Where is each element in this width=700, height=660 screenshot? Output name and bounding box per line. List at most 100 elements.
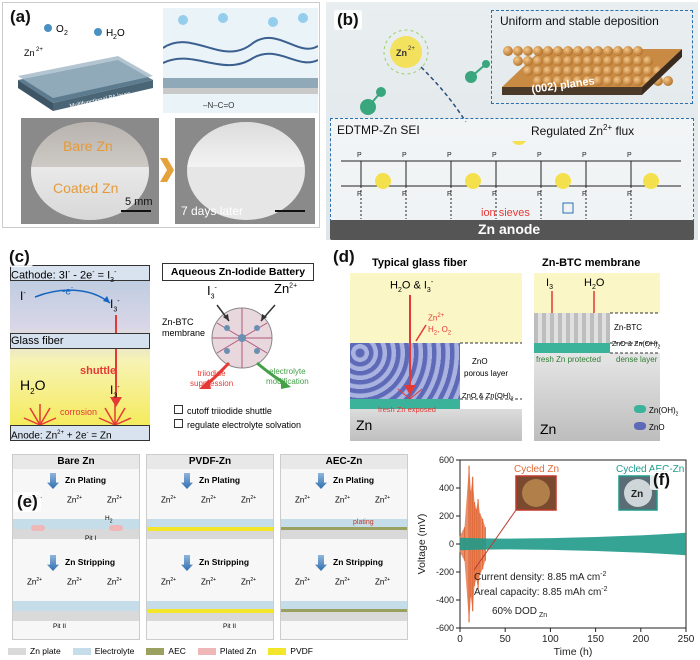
svg-text:Zn: Zn (396, 48, 407, 58)
zn-sphere (533, 46, 543, 56)
zn-ion-text: Zn (201, 577, 211, 587)
zn-ion-text: Zn (161, 577, 171, 587)
flux-text: Regulated Zn (531, 124, 604, 138)
panel-d: (d) Typical glass fiber Zn H2O & I3- Zn2… (326, 245, 698, 445)
coated-zn-label: Coated Zn (53, 180, 119, 196)
flux-tail: flux (612, 124, 635, 138)
cycled-zn-label: Cycled Zn (514, 464, 559, 475)
scale-bar-label: 5 mm (125, 196, 153, 208)
h2o-i3-label: H2O & I3- (390, 279, 433, 294)
zn-sphere (593, 56, 603, 66)
zn-sphere (623, 56, 633, 66)
panel-d-legend: Zn(OH)2 ZnO (634, 405, 678, 432)
zn-sphere (593, 76, 603, 86)
h2o2-tail: , O (437, 325, 448, 334)
membrane-line2: membrane (162, 328, 206, 338)
penetration-arrow-icon (397, 295, 522, 400)
panel-c-label: (c) (6, 247, 33, 267)
typical-title: Typical glass fiber (372, 257, 468, 269)
y-tick-label: -600 (436, 623, 454, 633)
btc-membrane-column: Zn I3 H2O Zn-BTC ZnO & Zn(OH)2 fresh Zn … (534, 273, 660, 441)
days-later-label: 7 days later (181, 204, 244, 218)
swatch-pvdf (268, 648, 287, 656)
zn-sphere (593, 46, 603, 56)
corrosion-burst-icon (23, 404, 132, 426)
legend-zno-text: ZnO (649, 422, 665, 432)
zn-plate-layer (13, 611, 139, 621)
zn-right-label: Zn (540, 421, 557, 437)
triiodide-bottom-label: I3- (110, 383, 120, 399)
i3-right-text: I (546, 277, 550, 289)
legend-item-aec: AEC (146, 646, 186, 656)
cycled-aec-zn-disc (624, 479, 652, 507)
zn-sphere (583, 56, 593, 66)
zn-ion-label: Zn2+ (27, 577, 42, 587)
y-tick-label: 400 (439, 483, 454, 493)
anode-bar: Anode: Zn2+ + 2e- = Zn (10, 425, 150, 441)
electron-text: -e (62, 286, 71, 298)
x-tick-label: 250 (678, 634, 695, 645)
areal-capacity-text: Areal capacity: 8.85 mAh cm (474, 587, 601, 598)
legend-zn-oh: Zn(OH)2 (634, 405, 678, 418)
zn-sphere (573, 66, 583, 76)
fresh-exposed-label: fresh Zn exposed (378, 405, 436, 414)
corrosion-label: corrosion (60, 407, 98, 417)
zn-ion-sup: 2+ (384, 495, 391, 501)
zn-plate-layer (147, 611, 273, 621)
zn-ion-text: Zn (295, 577, 305, 587)
left-top-sup: - (430, 279, 434, 286)
zn2-left-text: Zn (428, 313, 438, 323)
sei-label: EDTMP-Zn SEI (337, 123, 420, 137)
cathode-sub: 3 (110, 276, 115, 284)
flux-sup: 2+ (603, 123, 613, 132)
i3-sup: - (214, 284, 217, 292)
arrow-down-icon (47, 473, 59, 489)
zn-sphere (623, 66, 633, 76)
zn-ion-sup: 2+ (76, 495, 83, 501)
zn-ion-text: Zn (241, 495, 251, 505)
electron-sup: - (70, 285, 74, 292)
arrow-down-icon (47, 555, 59, 571)
zn-sphere (563, 76, 573, 86)
zn-sphere (553, 46, 563, 56)
zn2-left-label: Zn2+ (428, 313, 444, 323)
zn-ion-sup: 2+ (170, 495, 177, 501)
zn-sphere (513, 46, 523, 56)
h2-sub: 2 (109, 518, 113, 525)
i3-right-label: I3 (546, 277, 553, 291)
electrolyte-layer (13, 601, 139, 611)
water-sub: 2 (30, 386, 35, 396)
electrolyte-zone (350, 273, 522, 343)
legend-item-plated-zn: Plated Zn (197, 646, 256, 656)
zn-ion-label: Zn2+ (201, 495, 216, 505)
zn-ion-sup: 2+ (304, 577, 311, 583)
deposition-title: Uniform and stable deposition (500, 14, 659, 28)
membrane-line1: Zn-BTC (162, 317, 194, 327)
zn-sphere (613, 76, 623, 86)
legend-pvdf-text: PVDF (290, 646, 313, 656)
electrolyte-layer (13, 519, 139, 529)
zn-sphere (533, 56, 543, 66)
legend-item-zn-plate: Zn plate (8, 646, 61, 656)
swatch-plated-zn (197, 648, 216, 656)
zn-sphere (513, 56, 523, 66)
zn2-label: Zn2+ (274, 281, 297, 296)
plating-inline-label: plating (353, 519, 374, 526)
legend-zno: ZnO (634, 421, 678, 432)
x-tick-label: 50 (500, 634, 512, 645)
svg-text:2+: 2+ (36, 47, 43, 53)
cycled-zn-disc (522, 479, 550, 507)
x-tick-label: 100 (542, 634, 559, 645)
checkbox-icon (174, 419, 183, 428)
water-text: H (20, 377, 31, 393)
zn-oh-swatch (634, 405, 646, 413)
zno-zn-oh-right-label: ZnO & Zn(OH)2 (612, 341, 660, 350)
legend-zn-oh-sub: 2 (675, 411, 679, 418)
typical-fiber-column: Zn H2O & I3- Zn2+ H2, O2 ZnO porous laye… (350, 273, 522, 441)
zn-sphere (533, 66, 543, 76)
corroded-half (187, 122, 305, 168)
legend-regulate: regulate electrolyte solvation (174, 419, 301, 430)
glass-fiber-bar: Glass fiber (10, 333, 150, 349)
